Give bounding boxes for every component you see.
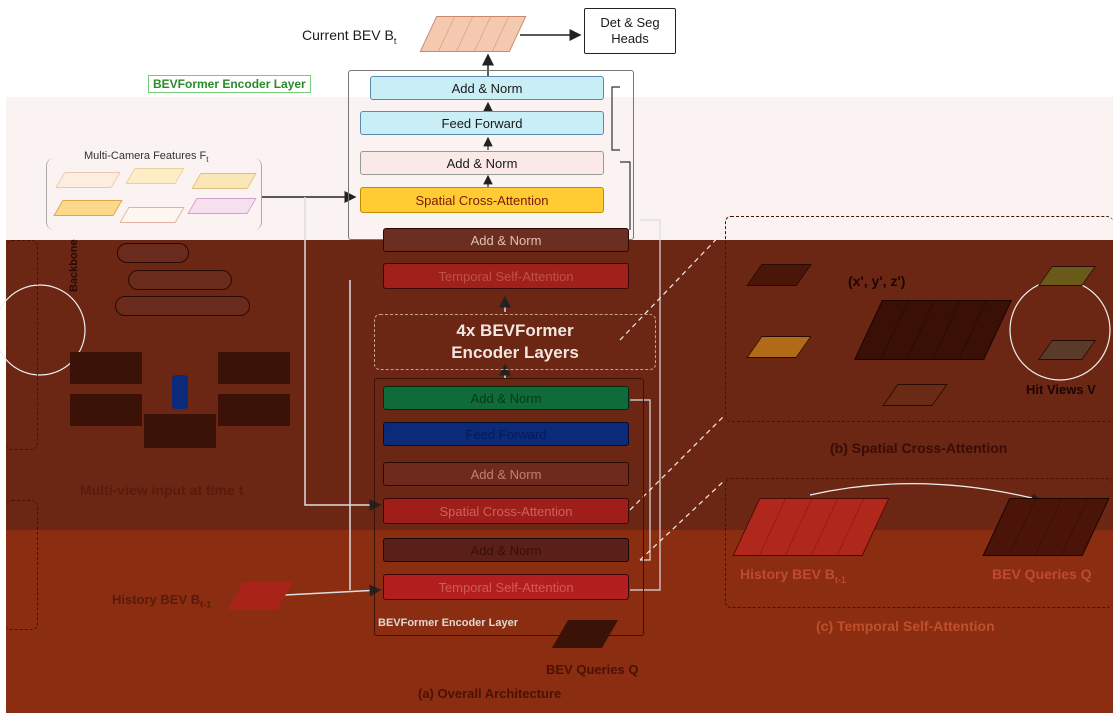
- top-spatial-cross-attention-label: Spatial Cross-Attention: [415, 192, 549, 208]
- bottom-feed-forward: Feed Forward: [383, 422, 629, 446]
- top-feed-forward-label: Feed Forward: [441, 115, 523, 131]
- top-temporal-self-attention: Temporal Self-Attention: [383, 263, 629, 289]
- hit-views-label: Hit Views V: [1026, 382, 1096, 397]
- feature-map-3: [191, 173, 257, 189]
- bottom-add-norm-1-label: Add & Norm: [470, 390, 542, 406]
- repeat-layers-label: 4x BEVFormer Encoder Layers: [451, 321, 579, 362]
- spatial-cross-attention-panel: [725, 216, 1113, 422]
- camera-image-3: [70, 394, 142, 426]
- feature-map-6: [187, 198, 257, 214]
- top-add-norm-3: Add & Norm: [383, 228, 629, 252]
- camera-features-group: [46, 158, 262, 230]
- bev-queries-label-left: BEV Queries Q: [546, 662, 639, 677]
- temporal-self-attention-panel: [725, 478, 1113, 608]
- backbone-stage-3: [115, 296, 250, 316]
- bottom-temporal-self-attention: Temporal Self-Attention: [383, 574, 629, 600]
- camera-features-text: Multi-Camera Features F: [84, 150, 207, 162]
- top-add-norm-3-label: Add & Norm: [470, 232, 542, 248]
- camera-features-label: Multi-Camera Features Ft: [84, 150, 209, 164]
- feature-map-4: [53, 200, 123, 216]
- det-seg-heads-label: Det & Seg Heads: [600, 15, 660, 46]
- backbone-stage-1: [117, 243, 189, 263]
- left-side-panel-top: [6, 240, 38, 450]
- bottom-feed-forward-label: Feed Forward: [465, 426, 547, 442]
- top-add-norm-1: Add & Norm: [370, 76, 604, 100]
- history-bev-label-left: History BEV Bt-1: [112, 592, 211, 610]
- bottom-encoder-layer-title: BEVFormer Encoder Layer: [378, 617, 518, 629]
- top-encoder-layer-title: BEVFormer Encoder Layer: [148, 75, 311, 93]
- feature-map-1: [55, 172, 121, 188]
- bottom-add-norm-3-label: Add & Norm: [470, 542, 542, 558]
- camera-image-1: [70, 352, 142, 384]
- caption-overall-architecture: (a) Overall Architecture: [418, 686, 562, 701]
- top-spatial-cross-attention: Spatial Cross-Attention: [360, 187, 604, 213]
- top-add-norm-2-label: Add & Norm: [446, 155, 518, 171]
- top-add-norm-1-label: Add & Norm: [451, 80, 523, 96]
- coord-label: (x', y', z'): [848, 273, 906, 289]
- history-bev-left-sub: t-1: [200, 599, 212, 610]
- camera-image-2: [218, 352, 290, 384]
- bottom-encoder-layer-frame: [374, 378, 644, 636]
- bottom-spatial-cross-attention-label: Spatial Cross-Attention: [439, 503, 573, 519]
- feature-map-5: [119, 207, 185, 223]
- feature-map-2: [125, 168, 185, 184]
- caption-temporal-self-attention: (c) Temporal Self-Attention: [816, 618, 995, 634]
- history-bev-cube-right: [732, 498, 890, 556]
- current-bev-sub: t: [393, 35, 397, 46]
- backbone-label: Backbone: [68, 239, 80, 292]
- camera-features-sub: t: [206, 155, 209, 165]
- history-bev-label-right: History BEV Bt-1: [740, 566, 846, 585]
- bottom-add-norm-2: Add & Norm: [383, 462, 629, 486]
- bev-queries-label-right: BEV Queries Q: [992, 566, 1092, 582]
- current-bev-label: Current BEV Bt: [302, 27, 396, 46]
- top-feed-forward: Feed Forward: [360, 111, 604, 135]
- bottom-add-norm-2-label: Add & Norm: [470, 466, 542, 482]
- current-bev-grid: [419, 16, 527, 52]
- ego-vehicle-icon: [172, 375, 188, 409]
- top-add-norm-2: Add & Norm: [360, 151, 604, 175]
- bottom-spatial-cross-attention: Spatial Cross-Attention: [383, 498, 629, 524]
- top-temporal-self-attention-label: Temporal Self-Attention: [438, 268, 574, 284]
- det-seg-heads-box: Det & Seg Heads: [584, 8, 676, 54]
- backbone-stage-2: [128, 270, 232, 290]
- repeat-layers-block: [374, 314, 656, 370]
- bottom-temporal-self-attention-label: Temporal Self-Attention: [438, 579, 574, 595]
- caption-spatial-cross-attention: (b) Spatial Cross-Attention: [830, 440, 1008, 456]
- camera-image-5: [144, 414, 216, 448]
- left-side-panel-bottom: [6, 500, 38, 630]
- history-bev-left-text: History BEV B: [112, 592, 201, 607]
- camera-image-4: [218, 394, 290, 426]
- history-bev-right-text: History BEV B: [740, 566, 835, 582]
- multiview-input-label: Multi-view input at time t: [80, 482, 244, 498]
- current-bev-text: Current BEV B: [302, 27, 394, 43]
- bottom-add-norm-3: Add & Norm: [383, 538, 629, 562]
- bottom-add-norm-1: Add & Norm: [383, 386, 629, 410]
- history-bev-right-sub: t-1: [834, 574, 846, 585]
